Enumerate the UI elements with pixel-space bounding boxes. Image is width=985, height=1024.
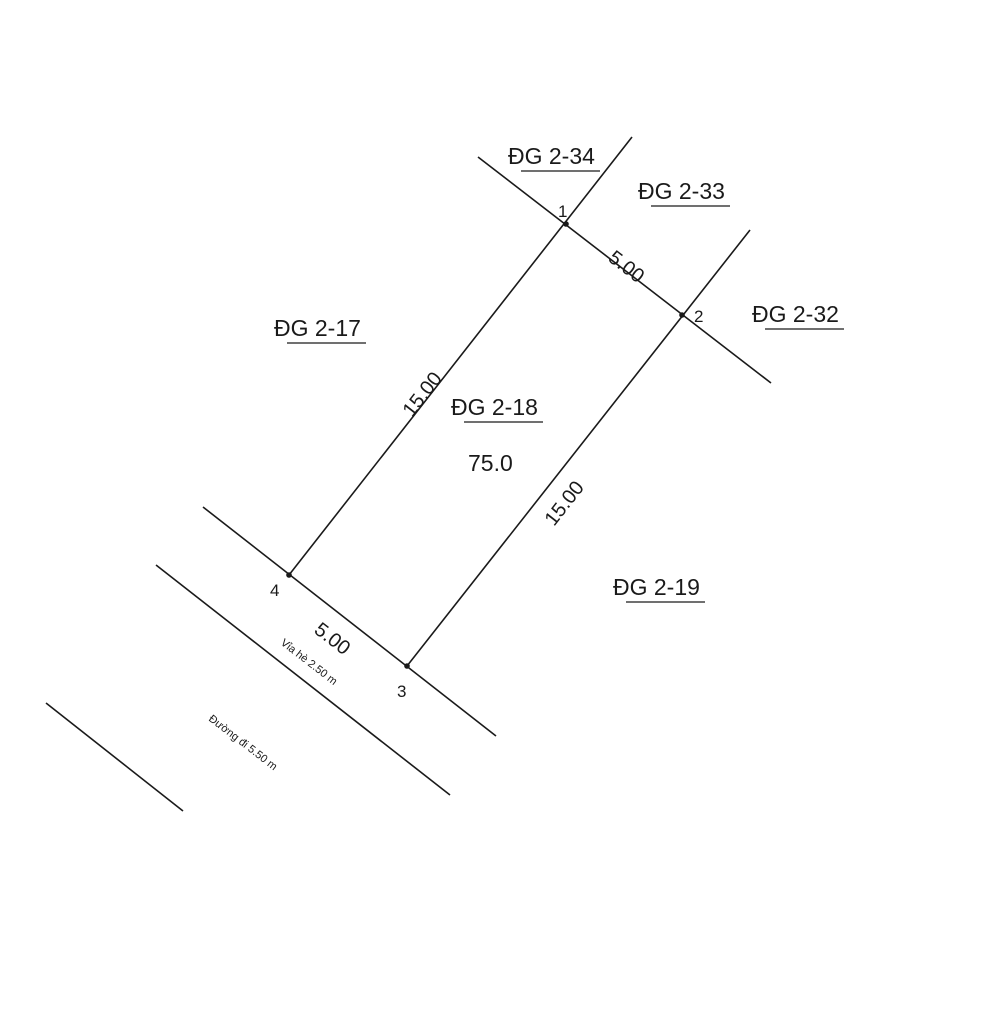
point-label-2: 2 [694,307,703,326]
neighbor-lot-label: ĐG 2-19 [613,574,700,600]
vertex-4-dot [286,572,292,578]
dimension-top: 5.00 [604,247,648,288]
dimension-right: 15.00 [541,477,589,530]
point-label-1: 1 [558,202,567,221]
point-label-3: 3 [397,682,406,701]
vertex-2-dot [679,312,685,318]
left-boundary-line [288,136,633,576]
front-boundary-line [202,506,497,737]
sidewalk-edge-line [155,564,451,796]
neighbor-lot-label: ĐG 2-32 [752,301,839,327]
neighbor-lot-label: ĐG 2-17 [274,315,361,341]
top-boundary-line [477,156,772,384]
road-note: Đường đi 5.50 m [206,713,279,773]
neighbor-lot-label: ĐG 2-33 [638,178,725,204]
right-boundary-line [406,229,751,667]
neighbor-lot-label: ĐG 2-34 [508,143,595,169]
vertex-3-dot [404,663,410,669]
point-label-4: 4 [270,581,279,600]
dimension-bottom: 5.00 [310,619,354,660]
main-lot-label: ĐG 2-18 [451,394,538,420]
road-edge-line [45,702,184,812]
dimension-left: 15.00 [399,368,447,421]
area-value: 75.0 [468,450,513,476]
vertex-1-dot [563,221,569,227]
